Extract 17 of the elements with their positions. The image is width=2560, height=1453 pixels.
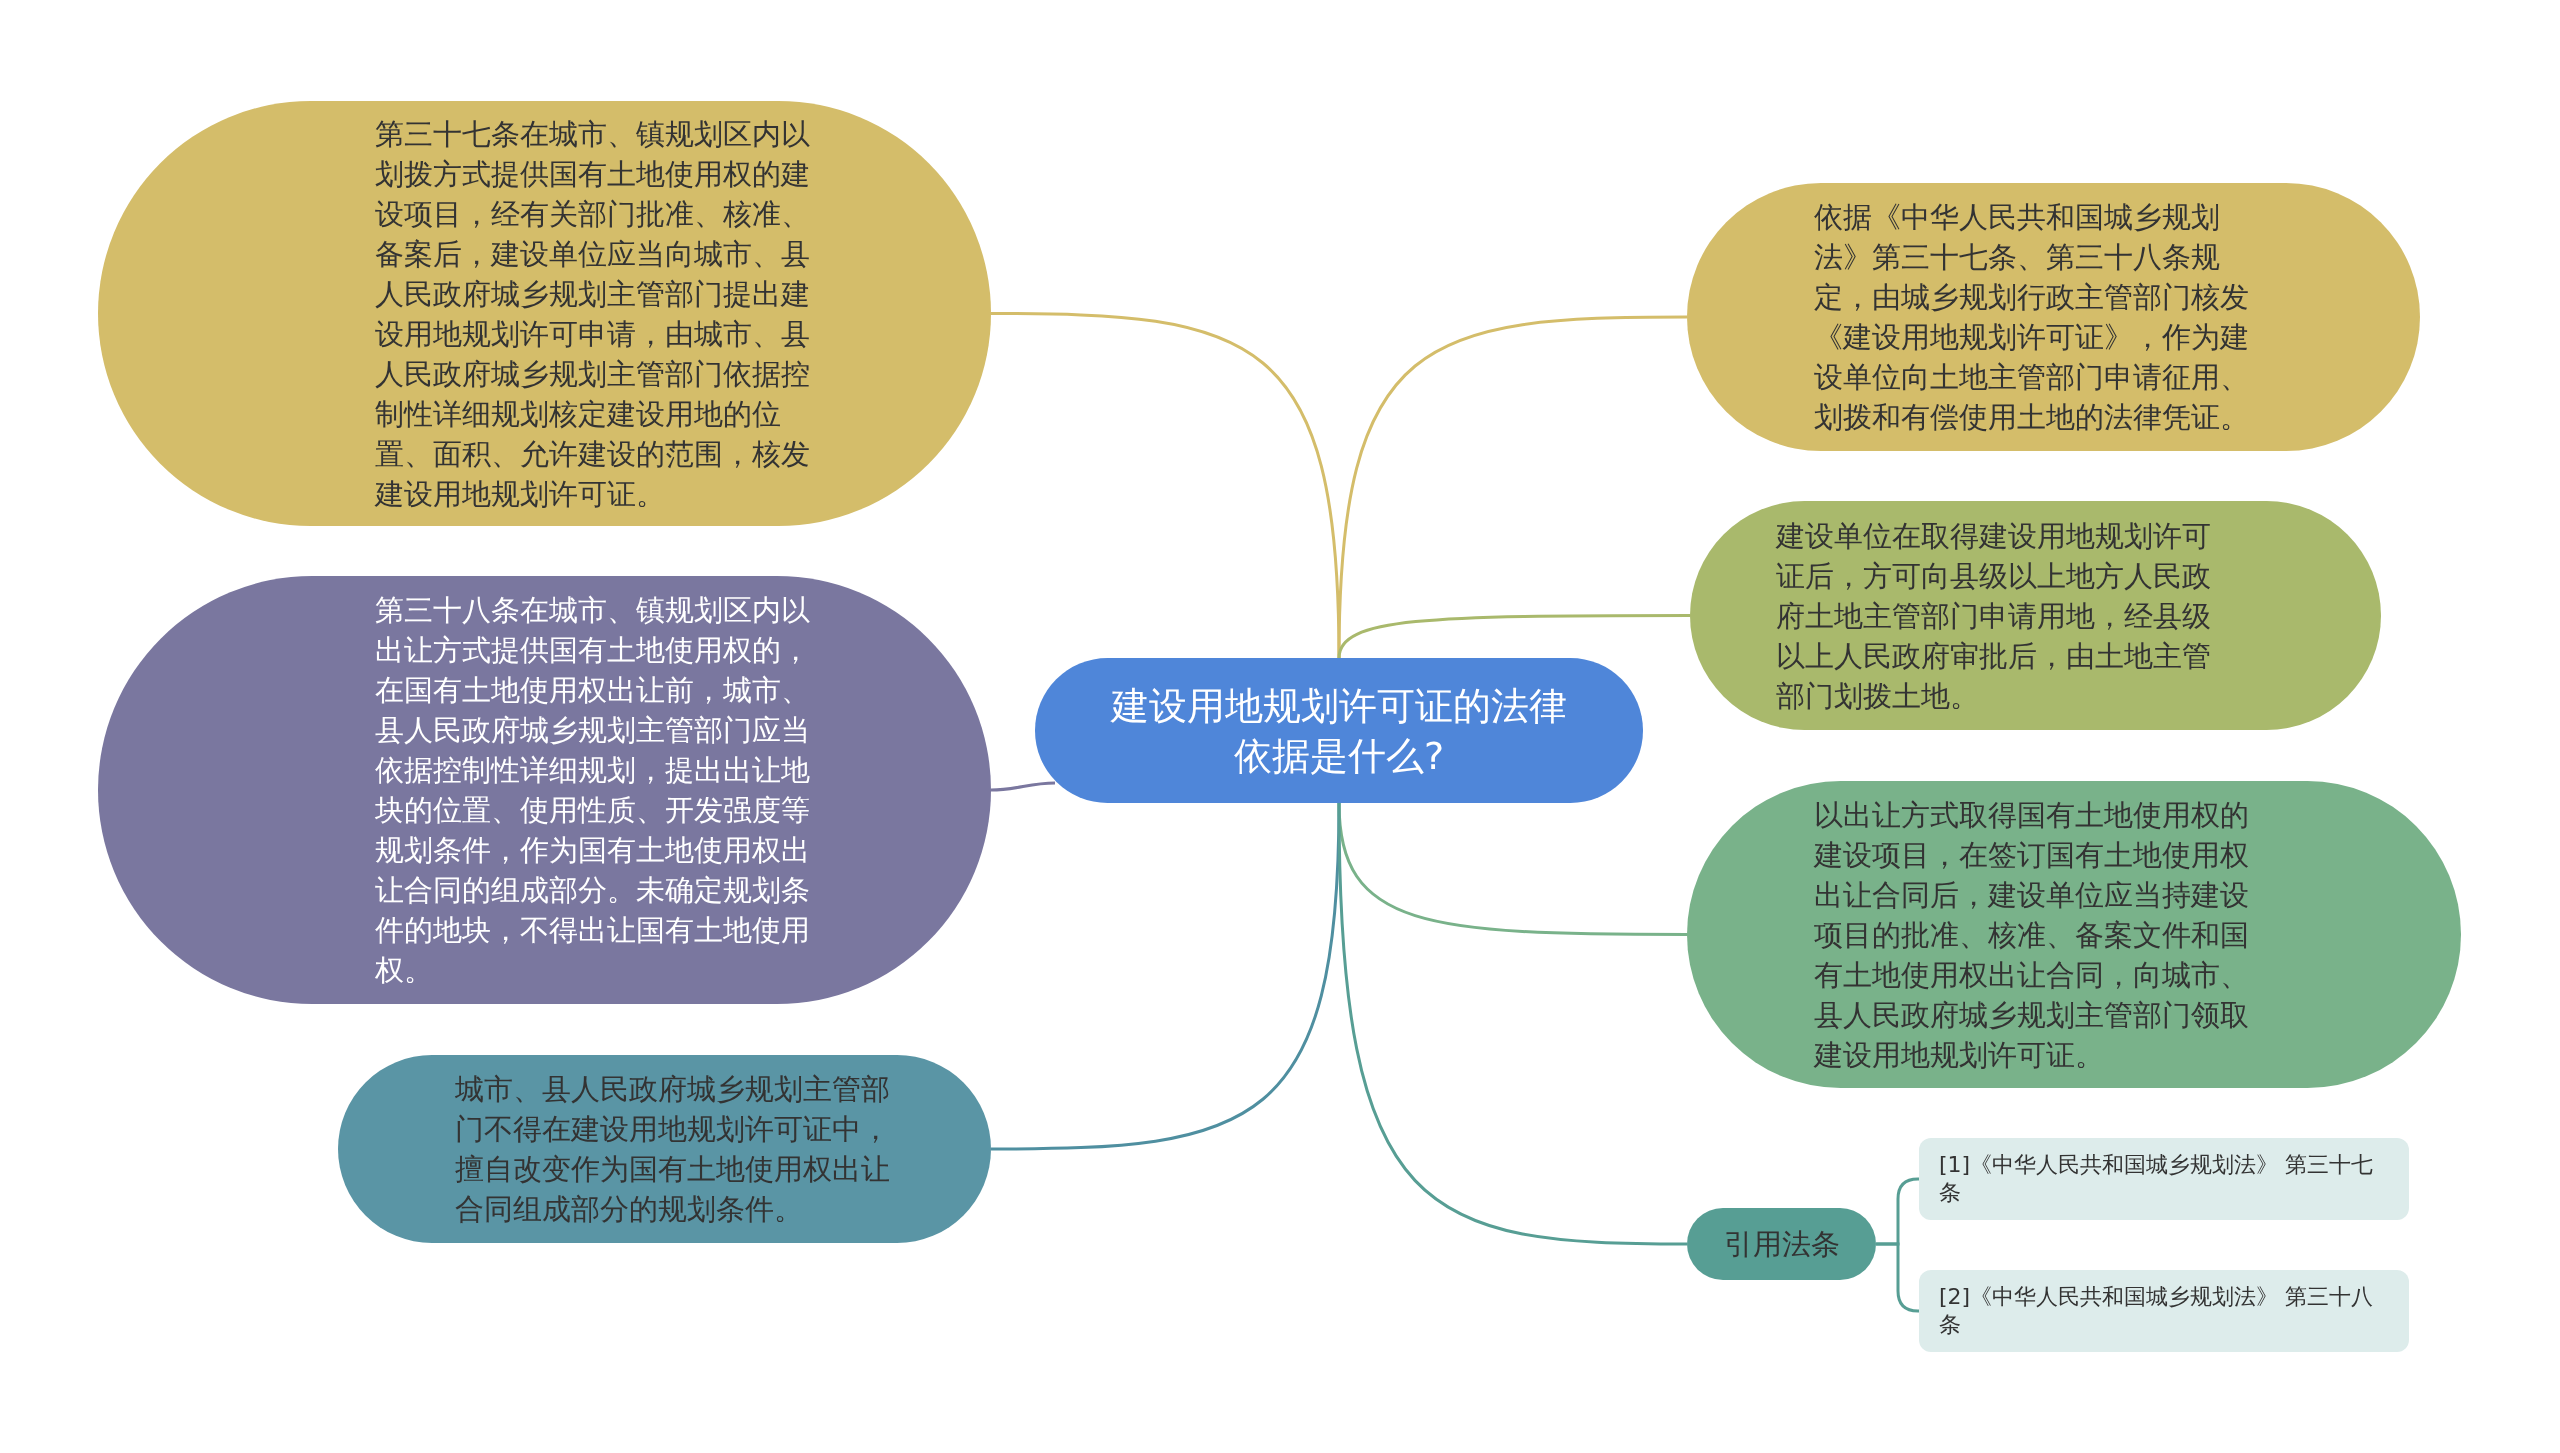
topic-text: [2]《中华人民共和国城乡规划法》 第三十八条 bbox=[1939, 1283, 2375, 1339]
topic-text: 第三十七条在城市、镇规划区内以划拨方式提供国有土地使用权的建设项目，经有关部门批准、核准、备案后，建设单位应当向城市、县人民政府城乡规划主管部门提出建设用地规划许可申请，由城市、县人民政府城乡规划主管部门依据控制性详细规划核定建设用地的位置、面积、允许建设的范围，核发建设用地规划许可证。 bbox=[374, 115, 811, 513]
connector-line bbox=[991, 312, 1341, 659]
reference-box bbox=[1919, 1138, 2409, 1220]
topic-text: 建设单位在取得建设用地规划许可证后，方可向县级以上地方人民政府土地主管部门申请用地，经县级以上人民政府审批后，由土地主管部门划拨土地。 bbox=[1775, 517, 2212, 715]
reference-box bbox=[1919, 1270, 2409, 1352]
topic-text: 第三十八条在城市、镇规划区内以出让方式提供国有土地使用权的，在国有土地使用权出让前，城市、县人民政府城乡规划主管部门应当依据控制性详细规划，提出出让地块的位置、使用性质、开发强度等规划条件，作为国有土地使用权出让合同的组成部分。未确定规划条件的地块，不得出让国有土地使用权。 bbox=[374, 592, 811, 989]
connector-line bbox=[991, 802, 1341, 1151]
topic-text: 引用法条 bbox=[1722, 1226, 1841, 1263]
connector-line bbox=[990, 781, 1056, 792]
topic-text: 依据《中华人民共和国城乡规划法》第三十七条、第三十八条规定，由城乡规划行政主管部门核发《建设用地规划许可证》，作为建设单位向土地主管部门申请征用、划拨和有偿使用土地的法律凭证。 bbox=[1813, 199, 2250, 436]
topic-text: 城市、县人民政府城乡规划主管部门不得在建设用地规划许可证中，擅自改变作为国有土地使用权出让合同组成部分的规划条件。 bbox=[454, 1071, 891, 1228]
topic-text: 以出让方式取得国有土地使用权的建设项目，在签订国有土地使用权出让合同后，建设单位应当持建设项目的批准、核准、备案文件和国有土地使用权出让合同，向城市、县人民政府城乡规划主管部门领取建设用地规划许可证。 bbox=[1814, 796, 2250, 1074]
topic-text: [1]《中华人民共和国城乡规划法》 第三十七条 bbox=[1939, 1151, 2375, 1207]
connector-line bbox=[1337, 315, 1687, 659]
connector-line bbox=[1337, 802, 1687, 1246]
topic-text: 建设用地规划许可证的法律依据是什么? bbox=[1109, 682, 1568, 780]
